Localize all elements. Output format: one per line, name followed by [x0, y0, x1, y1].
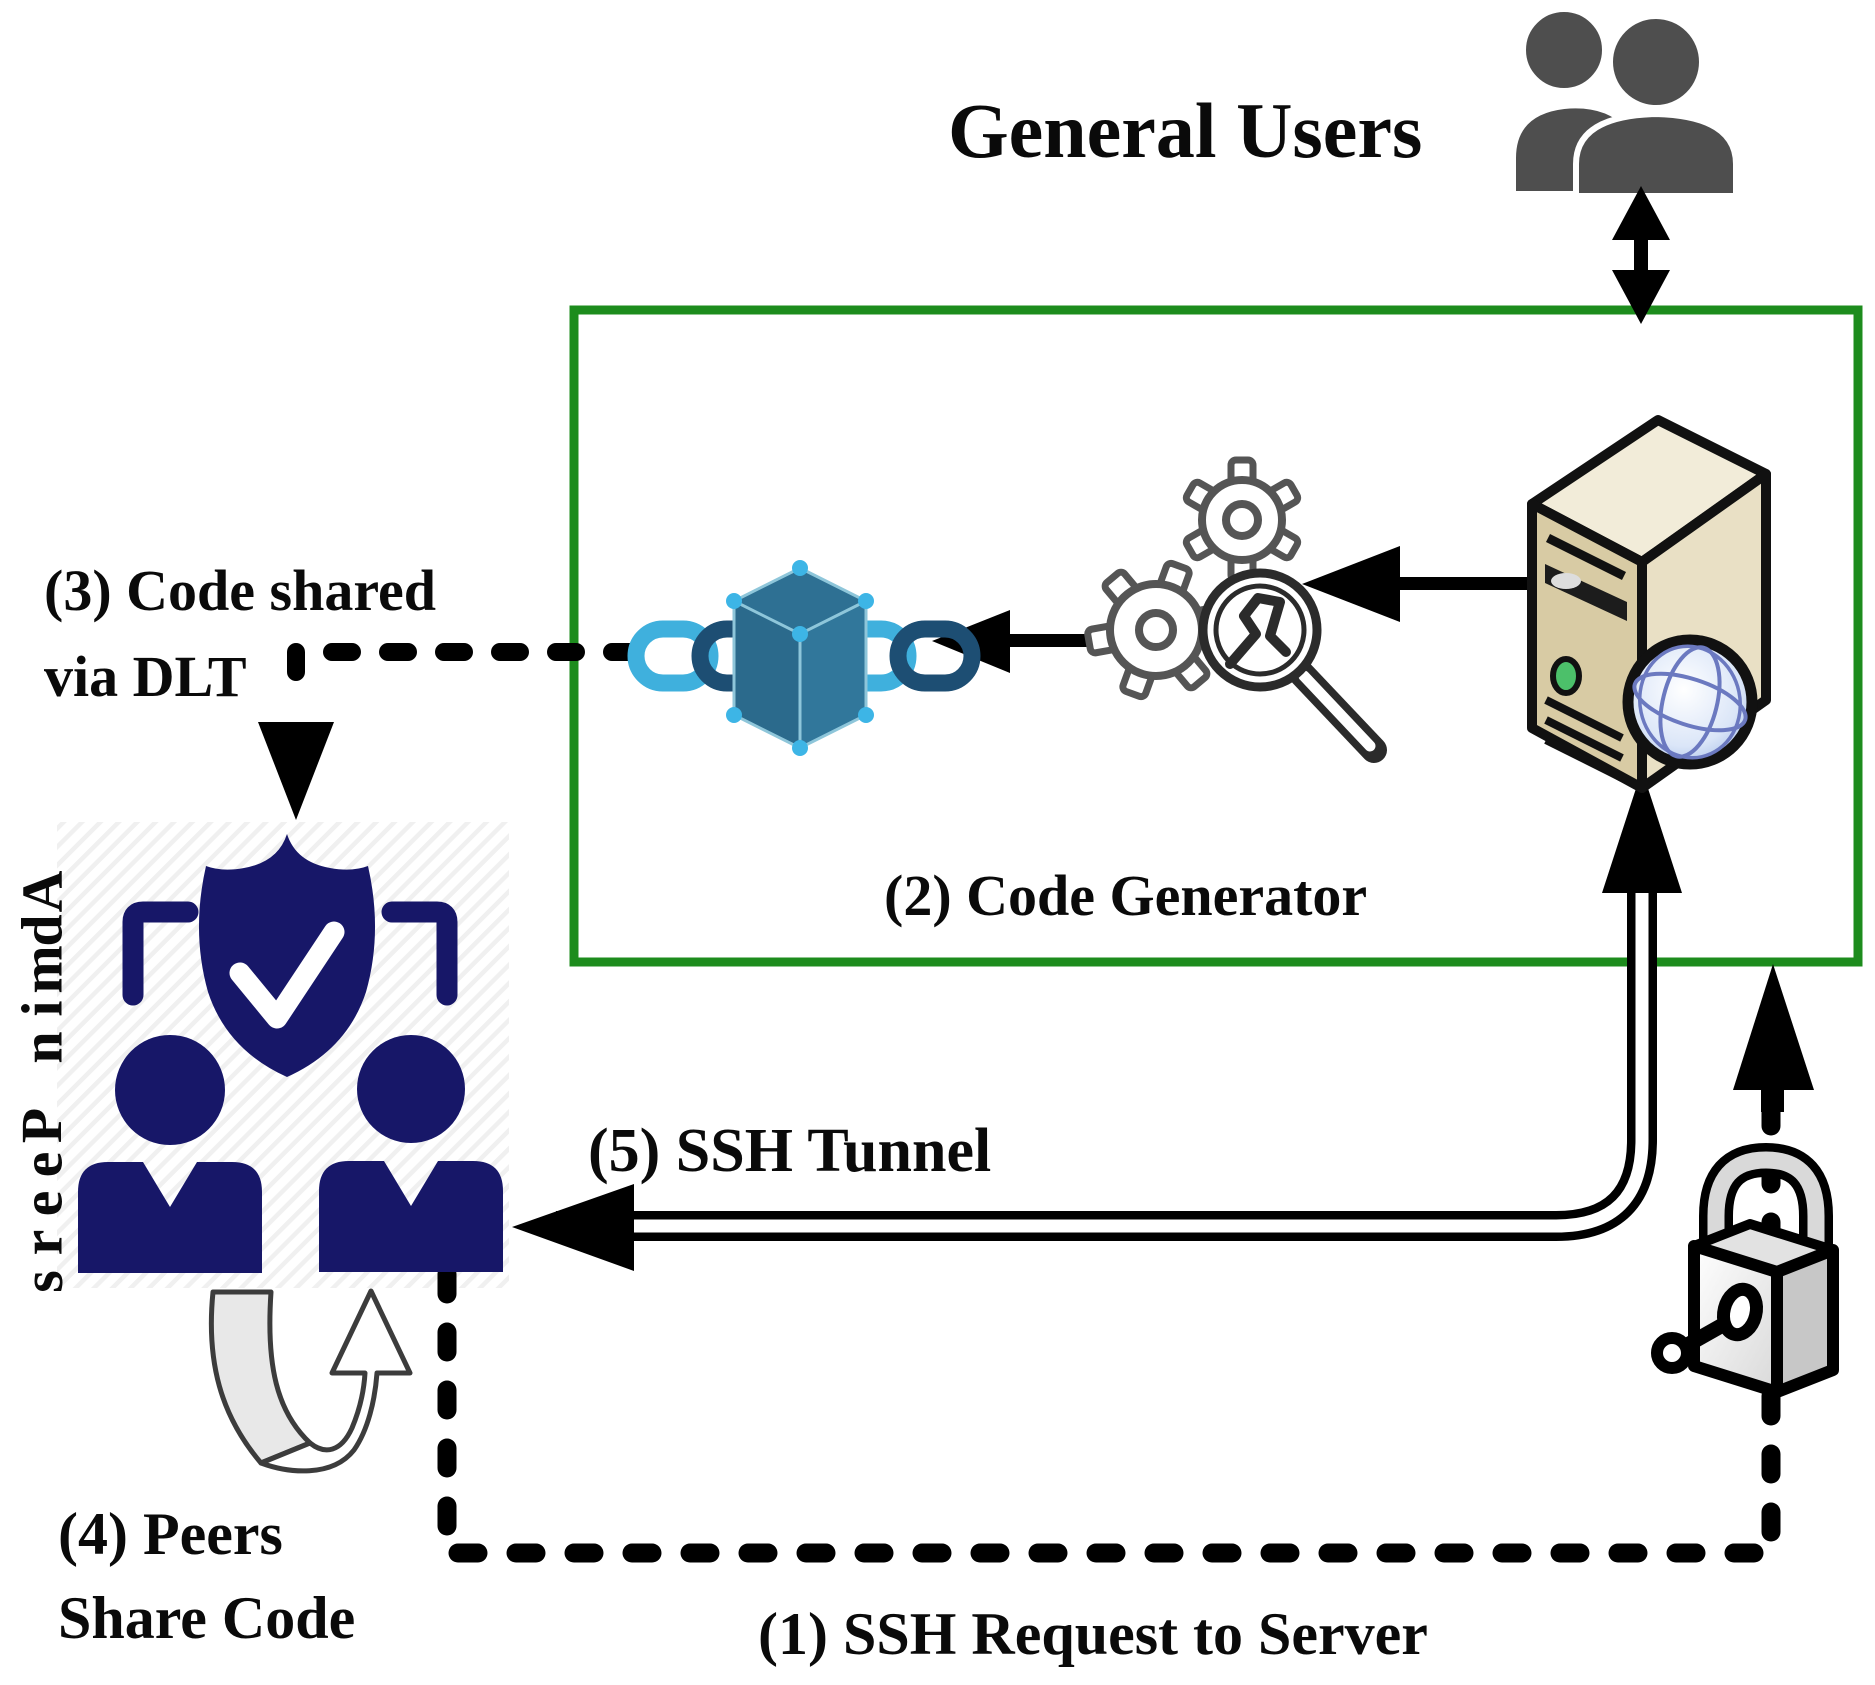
wrench-icon: [1225, 593, 1291, 669]
keyhole-icon: [1717, 1282, 1763, 1342]
peer-head: [115, 1035, 225, 1145]
cube-icon: [726, 560, 874, 756]
code-shared-label-line2: via DLT: [44, 644, 247, 709]
ssh-tunnel-label: (5) SSH Tunnel: [588, 1117, 992, 1185]
code-generator-label: (2) Code Generator: [884, 863, 1368, 928]
gear-top-icon: [1182, 456, 1302, 584]
ssh-tunnel-line: [512, 770, 1682, 1271]
general-users-label: General Users: [948, 87, 1423, 174]
code-shared-label-line1: (3) Code shared: [44, 558, 437, 623]
ssh-request-dashed-line: [437, 1092, 1781, 1563]
gear-left-icon: [1084, 559, 1228, 701]
peers-share-label-line1: (4) Peers: [58, 1501, 283, 1567]
tunnel-arrowhead-left: [512, 1184, 634, 1271]
lock-icon: [1651, 1142, 1839, 1398]
chain-link-icon: [627, 620, 719, 692]
code-generator-gears-icon: [1084, 456, 1387, 763]
tunnel-arrowhead-up: [1602, 770, 1682, 893]
peers-share-label-line2: Share Code: [58, 1585, 356, 1651]
check-icon: [229, 921, 345, 1029]
bracket-left-icon: [122, 901, 199, 1006]
users-box-double-arrow: [1612, 186, 1670, 324]
request-up-arrow: [1733, 964, 1814, 1112]
ssh-request-label: (1) SSH Request to Server: [758, 1601, 1428, 1667]
shield-check-icon: [198, 834, 376, 1077]
server-to-gears-arrow: [1302, 546, 1568, 622]
admin-peers-icon: [78, 834, 503, 1273]
peers-share-code-arrow-icon: [208, 1288, 413, 1474]
code-generator-box: [569, 305, 1863, 967]
blockchain-icon: [627, 560, 981, 756]
peer-head: [357, 1035, 465, 1143]
general-users-icon: [1510, 6, 1739, 199]
chain-link-icon: [889, 620, 981, 692]
dlt-share-dashed-arrow: [258, 643, 641, 820]
globe-icon: [1622, 634, 1758, 770]
server-icon: [1527, 415, 1771, 793]
bracket-right-icon: [381, 901, 458, 1006]
magnifier-icon: [1198, 568, 1387, 763]
